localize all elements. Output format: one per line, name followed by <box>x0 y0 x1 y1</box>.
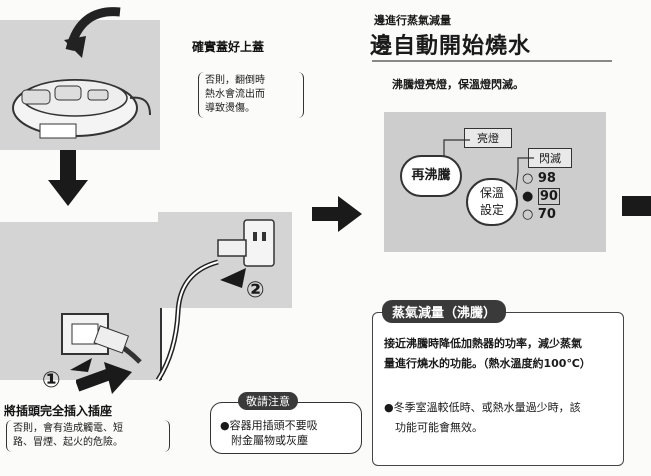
step1-number: ① <box>42 368 61 393</box>
temp-90: 90 <box>537 188 560 205</box>
right-edge-arrow-stub <box>622 196 651 216</box>
keepwarm-button[interactable]: 保溫 設定 <box>466 178 518 226</box>
steam-reduction-description: 接近沸騰時降低加熱器的功率，減少蒸氣 量進行燒水的功能。（熱水溫度約100℃） <box>384 337 591 370</box>
temp-indicator-list: ○ 98 ● 90 ○ 70 <box>522 171 560 222</box>
label-light-on: 亮燈 <box>464 128 512 148</box>
caution-box <box>210 402 362 454</box>
steam-reduction-box <box>372 312 624 466</box>
pot-lid-illustration <box>12 79 151 139</box>
insert-plug-caption: 將插頭完全插入插座 <box>4 404 113 418</box>
down-arrow-icon <box>48 150 88 206</box>
section-subtitle: 邊進行蒸氣減量 <box>374 14 451 27</box>
insert-arrow-icon <box>76 362 132 394</box>
title-underline <box>372 60 612 62</box>
section-title: 邊自動開始燒水 <box>370 34 532 59</box>
insert-plug-warning-note: 否則，會有造成觸電、短 路、冒煙、起火的危險。 <box>6 420 170 452</box>
steam-reduction-heading: 蒸氣減量（沸騰） <box>382 300 507 323</box>
temp-98: 98 <box>537 171 556 186</box>
indicator-leader-lines <box>443 139 534 191</box>
status-text: 沸騰燈亮燈，保溫燈閃滅。 <box>392 78 524 91</box>
close-lid-warning-note: 否則，翻倒時 熱水會流出而 導致燙傷。 <box>198 72 304 118</box>
caution-text: ●容器用插頭不要吸 附金屬物或灰塵 <box>220 419 318 447</box>
step2-number: ② <box>246 278 265 303</box>
temp-70: 70 <box>537 207 556 222</box>
plug-illustration-panel <box>0 222 162 380</box>
close-lid-caption: 確實蓋好上蓋 <box>192 40 265 54</box>
caution-title: 敬請注意 <box>238 392 298 410</box>
power-cord-illustration <box>155 259 246 382</box>
appliance-socket-illustration <box>61 313 142 372</box>
close-lid-arrow-icon <box>64 7 121 58</box>
label-blinking: 閃滅 <box>528 148 572 168</box>
steam-reduction-note: ●冬季室溫較低時、或熱水量過少時，該 功能可能會無效。 <box>384 401 581 434</box>
reboil-button[interactable]: 再沸騰 <box>400 155 462 197</box>
right-arrow-icon <box>312 196 362 232</box>
wall-outlet-illustration <box>217 219 275 267</box>
